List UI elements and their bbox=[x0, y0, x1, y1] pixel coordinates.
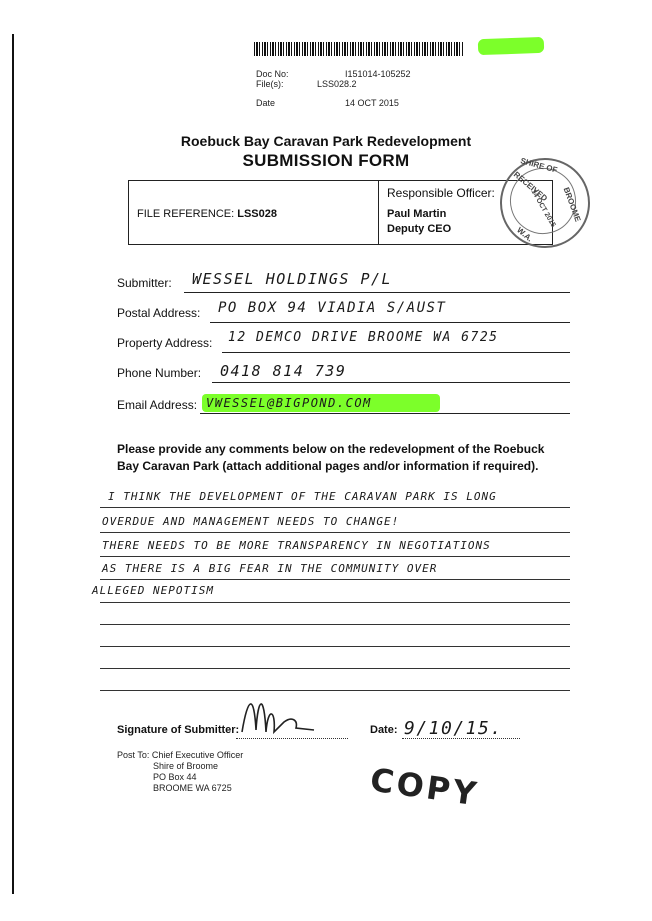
post-to-line-3: PO Box 44 bbox=[153, 772, 197, 782]
files-label: File(s): bbox=[256, 79, 284, 89]
email-highlight bbox=[202, 394, 440, 412]
date-line bbox=[402, 738, 520, 740]
comment-rule-4 bbox=[100, 579, 570, 580]
submitter-value: WESSEL HOLDINGS P/L bbox=[192, 270, 393, 288]
file-reference-label: FILE REFERENCE: bbox=[137, 208, 235, 220]
phone-number-label: Phone Number: bbox=[117, 366, 202, 380]
property-address-line bbox=[222, 352, 570, 353]
copy-stamp: COPY bbox=[367, 760, 482, 814]
post-to-address: Post To: Chief Executive Officer Shire o… bbox=[117, 750, 243, 794]
file-reference: FILE REFERENCE: LSS028 bbox=[137, 208, 277, 220]
file-reference-value: LSS028 bbox=[237, 208, 277, 220]
signature-date-value: 9/10/15. bbox=[404, 718, 503, 739]
email-address-label: Email Address: bbox=[117, 398, 198, 412]
signature-mark bbox=[241, 703, 315, 735]
comment-line-4: AS THERE IS A BIG FEAR IN THE COMMUNITY … bbox=[102, 562, 438, 575]
left-margin-mark bbox=[12, 34, 14, 894]
post-to-line-2: Shire of Broome bbox=[153, 761, 219, 771]
property-address-label: Property Address: bbox=[117, 336, 213, 350]
submitter-line bbox=[184, 292, 570, 293]
reference-divider bbox=[378, 180, 379, 245]
submitter-label: Submitter: bbox=[117, 276, 172, 290]
file-reference-box bbox=[128, 180, 553, 245]
email-address-value: VWESSEL@BIGPOND.COM bbox=[206, 396, 372, 410]
postal-address-line bbox=[210, 322, 570, 323]
signature-date-label: Date: bbox=[370, 724, 398, 736]
comment-line-5: ALLEGED NEPOTISM bbox=[92, 584, 214, 597]
comment-line-1: I THINK THE DEVELOPMENT OF THE CARAVAN P… bbox=[108, 490, 497, 503]
post-to-line-4: BROOME WA 6725 bbox=[153, 783, 232, 793]
comment-line-3: THERE NEEDS TO BE MORE TRANSPARENCY IN N… bbox=[102, 539, 491, 552]
phone-number-line bbox=[212, 382, 570, 383]
postal-address-label: Postal Address: bbox=[117, 306, 201, 320]
barcode bbox=[254, 42, 464, 56]
comment-rule-8 bbox=[100, 668, 570, 669]
signature-line bbox=[236, 738, 348, 740]
form-subtitle: SUBMISSION FORM bbox=[242, 151, 410, 170]
phone-number-value: 0418 814 739 bbox=[220, 362, 347, 380]
date-value: 14 OCT 2015 bbox=[345, 98, 399, 108]
comment-rule-9 bbox=[100, 690, 570, 691]
property-address-value: 12 DEMCO DRIVE BROOME WA 6725 bbox=[228, 330, 499, 345]
comment-rule-5 bbox=[100, 602, 570, 603]
doc-no-label: Doc No: bbox=[256, 69, 289, 79]
comment-rule-7 bbox=[100, 646, 570, 647]
comment-rule-6 bbox=[100, 624, 570, 625]
signature-label: Signature of Submitter: bbox=[117, 724, 240, 736]
postal-address-value: PO BOX 94 VIADIA S/AUST bbox=[218, 300, 447, 316]
comment-rule-2 bbox=[100, 532, 570, 533]
officer-role: Deputy CEO bbox=[387, 223, 452, 235]
officer-label: Responsible Officer: bbox=[387, 186, 495, 200]
email-address-line bbox=[200, 413, 570, 414]
comment-line-2: OVERDUE AND MANAGEMENT NEEDS TO CHANGE! bbox=[102, 515, 400, 528]
doc-no-value: I151014-105252 bbox=[345, 69, 411, 79]
comment-rule-1 bbox=[100, 507, 570, 508]
post-to-line-1: Post To: Chief Executive Officer bbox=[117, 750, 244, 760]
date-label: Date bbox=[256, 98, 276, 108]
comment-rule-3 bbox=[100, 556, 570, 557]
highlighter-mark bbox=[477, 36, 545, 56]
officer-name: Paul Martin bbox=[387, 208, 447, 220]
files-value: LSS028.2 bbox=[317, 79, 357, 89]
instructions-text: Please provide any comments below on the… bbox=[117, 442, 545, 473]
form-title: Roebuck Bay Caravan Park Redevelopment bbox=[180, 133, 472, 149]
